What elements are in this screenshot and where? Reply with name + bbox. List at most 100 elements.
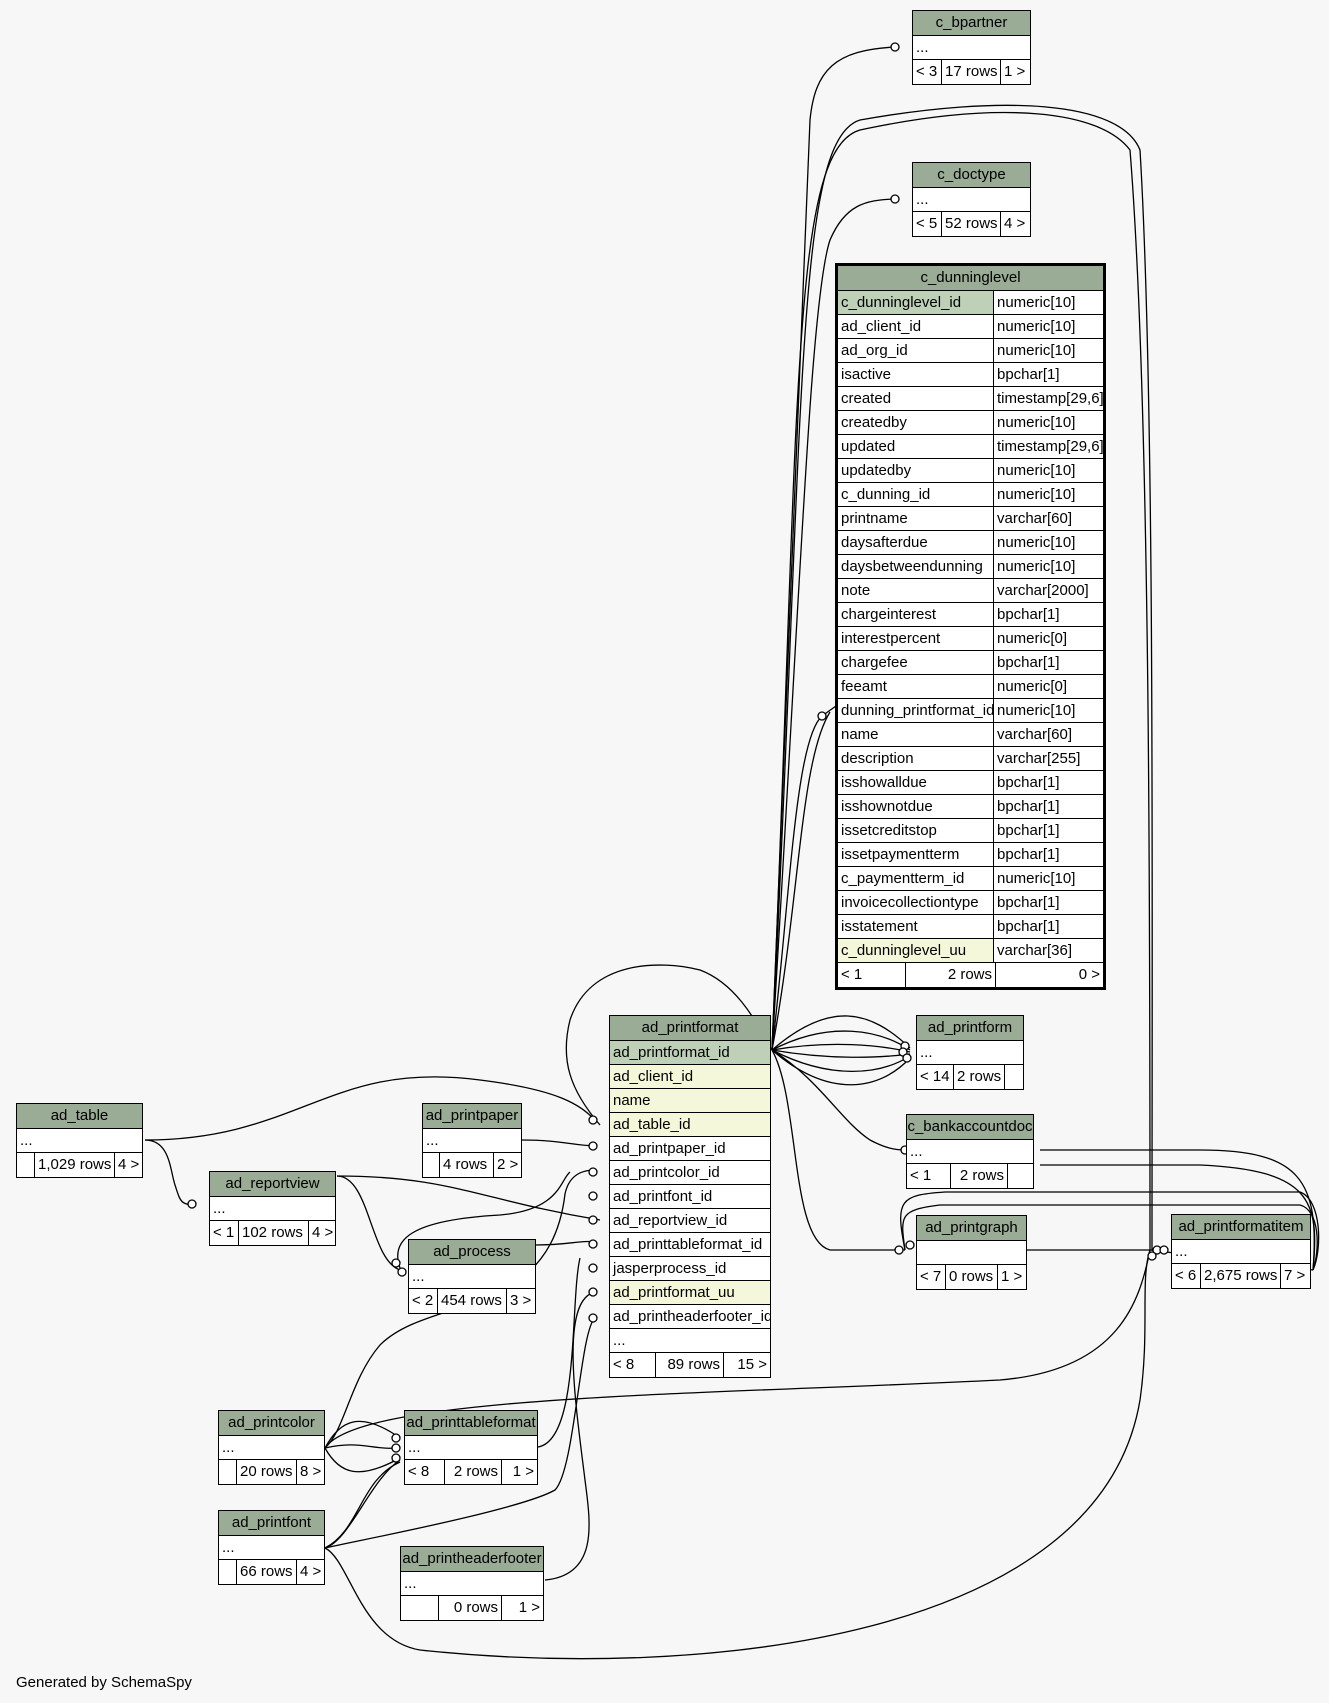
parents-count[interactable]: < 1 xyxy=(907,1164,951,1188)
column-name[interactable]: createdby xyxy=(838,411,994,434)
table-name[interactable]: c_doctype xyxy=(913,163,1030,188)
table-name[interactable]: c_dunninglevel xyxy=(838,266,1103,291)
table-ad_printpaper[interactable]: ad_printpaper ... 4 rows 2 > xyxy=(422,1103,522,1178)
table-name[interactable]: ad_printfont xyxy=(219,1511,324,1536)
table-name[interactable]: ad_process xyxy=(409,1240,535,1265)
column-name[interactable]: ad_table_id xyxy=(613,1116,691,1133)
table-ad_printformat[interactable]: ad_printformat ad_printformat_id ad_clien… xyxy=(609,1015,771,1378)
children-count[interactable]: 4 > xyxy=(118,1156,140,1173)
table-name[interactable]: ad_printform xyxy=(917,1016,1023,1041)
children-count[interactable]: 1 > xyxy=(1001,1268,1023,1285)
table-ad_printcolor[interactable]: ad_printcolor ... 20 rows 8 > xyxy=(218,1410,325,1485)
parents-count[interactable]: < 14 xyxy=(917,1065,954,1089)
column-name[interactable]: c_dunninglevel_id xyxy=(838,291,994,314)
table-name[interactable]: c_bpartner xyxy=(913,11,1030,36)
parents-count[interactable] xyxy=(401,1596,439,1620)
children-count[interactable]: 1 > xyxy=(1004,63,1026,80)
children-count[interactable]: 4 > xyxy=(300,1563,322,1580)
column-name[interactable]: issetcreditstop xyxy=(838,819,994,842)
table-name[interactable]: ad_printformatitem xyxy=(1172,1215,1310,1240)
column-name[interactable]: ad_printformat_id xyxy=(613,1044,730,1061)
column-name[interactable]: issetpaymentterm xyxy=(838,843,994,866)
table-name[interactable]: ad_printgraph xyxy=(917,1216,1026,1241)
parents-count[interactable] xyxy=(219,1560,237,1584)
column-name[interactable]: c_dunning_id xyxy=(838,483,994,506)
column-name[interactable]: printname xyxy=(838,507,994,530)
table-ad_printheaderfooter[interactable]: ad_printheaderfooter ... 0 rows 1 > xyxy=(400,1546,544,1621)
table-c_doctype[interactable]: c_doctype ... < 5 52 rows 4 > xyxy=(912,162,1031,237)
children-count[interactable]: 7 > xyxy=(1284,1267,1306,1284)
column-name[interactable]: isshowalldue xyxy=(838,771,994,794)
column-name[interactable]: ad_printfont_id xyxy=(613,1188,713,1205)
table-c_bankaccountdoc[interactable]: c_bankaccountdoc ... < 1 2 rows xyxy=(906,1114,1034,1189)
table-name[interactable]: ad_printcolor xyxy=(219,1411,324,1436)
column-name[interactable]: dunning_printformat_id xyxy=(838,699,994,722)
column-name[interactable]: ad_client_id xyxy=(838,315,994,338)
children-count[interactable] xyxy=(1005,1065,1023,1089)
column-name[interactable]: created xyxy=(838,387,994,410)
column-name[interactable]: description xyxy=(838,747,994,770)
column-name[interactable]: ad_printpaper_id xyxy=(613,1140,726,1157)
children-count[interactable]: 2 > xyxy=(497,1156,519,1173)
column-name[interactable]: c_paymentterm_id xyxy=(838,867,994,890)
parents-count[interactable] xyxy=(17,1153,35,1177)
children-count[interactable]: 8 > xyxy=(300,1463,322,1480)
column-name[interactable]: c_dunninglevel_uu xyxy=(838,939,994,962)
table-name[interactable]: c_bankaccountdoc xyxy=(907,1115,1033,1140)
table-name[interactable]: ad_printformat xyxy=(610,1016,770,1041)
parents-count[interactable]: < 6 xyxy=(1172,1264,1201,1288)
table-name[interactable]: ad_printheaderfooter xyxy=(401,1547,543,1572)
column-name[interactable]: daysafterdue xyxy=(838,531,994,554)
children-count[interactable]: 15 > xyxy=(737,1356,767,1373)
parents-count[interactable]: < 1 xyxy=(838,963,906,987)
table-ad_process[interactable]: ad_process ... < 2 454 rows 3 > xyxy=(408,1239,536,1314)
column-name[interactable]: invoicecollectiontype xyxy=(838,891,994,914)
column-name[interactable]: chargeinterest xyxy=(838,603,994,626)
column-name[interactable]: name xyxy=(613,1092,651,1109)
children-count[interactable]: 0 > xyxy=(1078,966,1100,983)
table-name[interactable]: ad_printpaper xyxy=(423,1104,521,1129)
parents-count[interactable]: < 1 xyxy=(210,1221,239,1245)
column-name[interactable]: note xyxy=(838,579,994,602)
column-name[interactable]: updatedby xyxy=(838,459,994,482)
column-name[interactable]: ad_printheaderfooter_id xyxy=(613,1308,770,1325)
children-count[interactable]: 4 > xyxy=(312,1224,334,1241)
table-ad_printformatitem[interactable]: ad_printformatitem ... < 6 2,675 rows 7 … xyxy=(1171,1214,1311,1289)
table-c_bpartner[interactable]: c_bpartner ... < 3 17 rows 1 > xyxy=(912,10,1031,85)
children-count[interactable]: 1 > xyxy=(512,1463,534,1480)
column-name[interactable]: isshownotdue xyxy=(838,795,994,818)
column-name[interactable]: ad_printtableformat_id xyxy=(613,1236,763,1253)
table-name[interactable]: ad_table xyxy=(17,1104,142,1129)
parents-count[interactable]: < 2 xyxy=(409,1289,438,1313)
column-name[interactable]: updated xyxy=(838,435,994,458)
table-ad_reportview[interactable]: ad_reportview ... < 1 102 rows 4 > xyxy=(209,1171,336,1246)
column-name[interactable]: daysbetweendunning xyxy=(838,555,994,578)
column-name[interactable]: isactive xyxy=(838,363,994,386)
children-count[interactable]: 1 > xyxy=(518,1599,540,1616)
children-count[interactable]: 3 > xyxy=(510,1292,532,1309)
column-name[interactable]: interestpercent xyxy=(838,627,994,650)
parents-count[interactable] xyxy=(219,1460,237,1484)
parents-count[interactable]: < 3 xyxy=(913,60,942,84)
parents-count[interactable]: < 8 xyxy=(405,1460,445,1484)
table-name[interactable]: ad_printtableformat xyxy=(405,1411,537,1436)
parents-count[interactable]: < 7 xyxy=(917,1265,946,1289)
column-name[interactable]: ... xyxy=(613,1332,626,1349)
column-name[interactable]: jasperprocess_id xyxy=(613,1260,727,1277)
column-name[interactable]: isstatement xyxy=(838,915,994,938)
column-name[interactable]: ad_client_id xyxy=(613,1068,694,1085)
parents-count[interactable]: < 8 xyxy=(610,1353,656,1377)
parents-count[interactable]: < 5 xyxy=(913,212,942,236)
children-count[interactable] xyxy=(1008,1164,1033,1188)
column-name[interactable]: feeamt xyxy=(838,675,994,698)
column-name[interactable]: ad_printcolor_id xyxy=(613,1164,720,1181)
table-ad_printtableformat[interactable]: ad_printtableformat ... < 8 2 rows 1 > xyxy=(404,1410,538,1485)
children-count[interactable]: 4 > xyxy=(1004,215,1026,232)
parents-count[interactable] xyxy=(423,1153,440,1177)
table-ad_printgraph[interactable]: ad_printgraph < 7 0 rows 1 > xyxy=(916,1215,1027,1290)
column-name[interactable]: name xyxy=(838,723,994,746)
column-name[interactable]: ad_reportview_id xyxy=(613,1212,728,1229)
table-ad_printfont[interactable]: ad_printfont ... 66 rows 4 > xyxy=(218,1510,325,1585)
column-name[interactable]: chargefee xyxy=(838,651,994,674)
